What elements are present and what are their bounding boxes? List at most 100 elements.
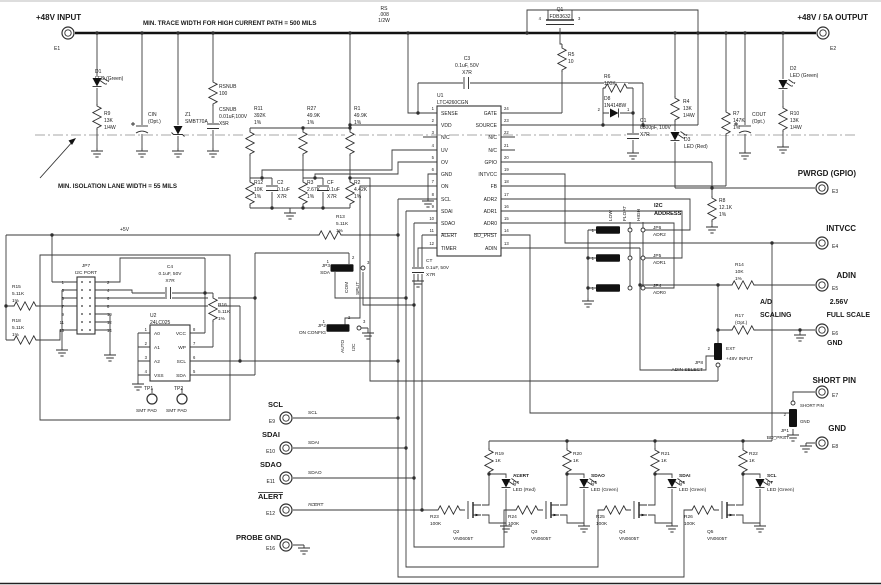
ad-label: A/D: [760, 299, 772, 306]
r2-value: 4.42K: [354, 187, 368, 193]
isolation-note: MIN. ISOLATION LANE WIDTH = 55 MILS: [58, 183, 177, 190]
q2-ref: Q2: [453, 529, 460, 535]
jp2-ref: JP2: [318, 323, 327, 329]
u1-num-12: 12: [429, 241, 434, 246]
cf-ref: CF: [327, 180, 334, 186]
u2-part: 24LC025: [150, 320, 171, 326]
jp7-n12: 12: [107, 320, 112, 325]
tp1-type: SMT PAD: [136, 408, 157, 414]
shortpin-title: SHORT PIN: [812, 376, 856, 385]
d1-ref: D1: [95, 69, 102, 75]
q1-pin3: 3: [578, 16, 581, 21]
cf-type: X7R: [327, 194, 337, 200]
r19-value: 1K: [495, 458, 502, 464]
terminal-e5-label: E5: [832, 286, 838, 292]
r8-ref: R8: [719, 198, 726, 204]
terminal-e6-label: E6: [832, 331, 838, 337]
jp2-opt-auto: AUTO: [340, 339, 346, 353]
d1-type: LED (Green): [95, 76, 124, 82]
u1-pin-vdd: VDD: [441, 123, 452, 129]
terminal-e2-label: E2: [830, 46, 836, 52]
u1-pin-scl: SCL: [441, 197, 451, 203]
z1-part: SMBT70A: [185, 119, 208, 125]
jp7-n13: 13: [59, 328, 64, 333]
jp5-pin1: 1: [592, 256, 595, 261]
jp7-n1: 1: [62, 280, 65, 285]
output-title: +48V / 5A OUTPUT: [797, 13, 868, 22]
probegnd-title: PROBE GND: [236, 533, 282, 542]
c4-value: 0.1uF, 50V: [159, 271, 183, 277]
jp3-ref: JP3: [322, 263, 331, 269]
r2-tol: 1%: [354, 194, 362, 200]
terminal-e12-label: E12: [266, 511, 275, 517]
r3-tol: 1%: [307, 194, 315, 200]
r14-ref: R14: [735, 262, 744, 268]
sdao-net: SDAO: [308, 470, 322, 476]
jp7-n8: 8: [107, 304, 110, 309]
d6-net: SDAI: [679, 473, 691, 479]
u2-num-5: 5: [193, 369, 196, 374]
u2-num-3: 3: [145, 355, 148, 360]
jp7-pins: [81, 281, 91, 331]
u1-pin-adr2: ADR2: [484, 197, 498, 203]
u2-body: [149, 324, 191, 382]
u1-pin-alert: ALERT: [441, 233, 457, 239]
u1-num-5: 5: [432, 155, 435, 160]
csnub-type: X5R: [219, 121, 229, 127]
q1-part: FDB3632: [549, 14, 570, 20]
u1-ref: U1: [437, 93, 444, 99]
terminal-e7-label: E7: [832, 393, 838, 399]
u1-pin-adin: ADIN: [485, 246, 497, 252]
intvcc-title: INTVCC: [826, 224, 856, 233]
u1-pin-adr1: ADR1: [484, 209, 498, 215]
jp7-n6: 6: [107, 296, 110, 301]
jp7-name: I2C PORT: [75, 270, 97, 276]
jp7-body: [76, 276, 96, 335]
jp4-name: ADR0: [653, 290, 666, 296]
c3-ref: C3: [464, 56, 471, 62]
q4-part: VN0605T: [619, 536, 639, 542]
r16-ref: R16: [218, 302, 227, 308]
jp5-shunt: [596, 254, 620, 262]
rail-5v: +5V: [120, 227, 130, 233]
u1-pin-timer: TIMER: [441, 246, 457, 252]
u1-pin-sdao: SDAO: [441, 221, 455, 227]
jp1-ref: JP1: [781, 428, 790, 434]
r18-tol: 1%: [12, 332, 20, 338]
r9-value: 13K: [104, 118, 114, 124]
u2-pin-wp: WP: [178, 345, 186, 351]
q1-ref: Q1: [557, 7, 564, 13]
jp7-n10: 10: [107, 312, 112, 317]
u1-num-8: 8: [432, 192, 435, 197]
jp3-shunt: [330, 264, 354, 272]
d8-part: 1N4148W: [604, 103, 627, 109]
u1-pin-ov: OV: [441, 160, 449, 166]
jp1-pin2: 2: [784, 412, 787, 417]
ct-value: 0.1uF, 50V: [426, 265, 450, 271]
terminal-e3: [815, 181, 829, 195]
test-pads: [146, 393, 188, 405]
r14-tol: 1%: [735, 276, 743, 282]
r18-value: 5.11K: [12, 325, 25, 331]
fullscale-label: FULL SCALE: [827, 312, 871, 319]
z1-ref: Z1: [185, 112, 191, 118]
r8-value: 12.1K: [719, 205, 733, 211]
jp7-n7: 7: [62, 304, 65, 309]
cout-ref: COUT: [752, 112, 766, 118]
u2-num-4: 4: [145, 369, 148, 374]
u1-pin-gpio: GPIO: [484, 160, 497, 166]
u1-num-19: 19: [504, 167, 509, 172]
jp1-opt-gnd: GND: [800, 419, 810, 424]
gnd-e8-label: GND: [828, 424, 846, 433]
q5-part: VN0605T: [707, 536, 727, 542]
jp2-pin1: 1: [323, 319, 326, 324]
cf-value: 0.1uF: [327, 187, 340, 193]
jp7-n2: 2: [107, 280, 110, 285]
ct-ref: CT: [426, 258, 432, 264]
r1-tol: 1%: [354, 120, 362, 126]
r7-ref: R7: [733, 111, 740, 117]
u1-pin-on: ON: [441, 184, 449, 190]
terminal-e16: [279, 538, 293, 552]
u1-pin-gnd: GND: [441, 172, 453, 178]
